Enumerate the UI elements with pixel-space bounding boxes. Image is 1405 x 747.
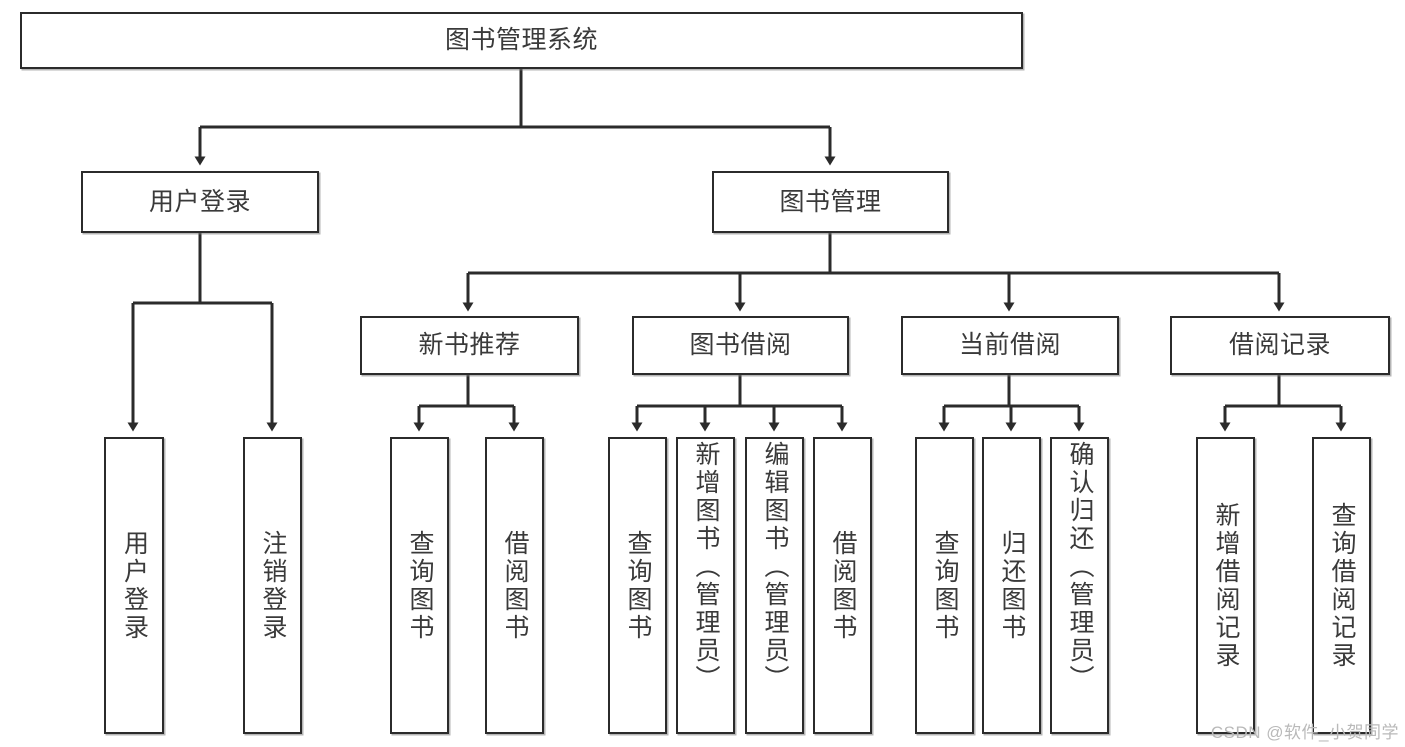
node-book-borrowing[interactable]: 图书借阅 <box>632 316 849 375</box>
node-label: 新书推荐 <box>418 331 521 360</box>
node-leaf-edit-book-admin[interactable]: 编辑图书（管理员） <box>745 437 804 734</box>
node-label: 当前借阅 <box>958 331 1061 360</box>
node-leaf-query-book-current[interactable]: 查询图书 <box>915 437 974 734</box>
node-label: 用户登录 <box>120 529 149 642</box>
node-label: 借阅图书 <box>829 529 857 642</box>
node-label: 新增借阅记录 <box>1212 501 1240 670</box>
node-label: 图书管理系统 <box>444 26 598 55</box>
node-leaf-query-borrow-record[interactable]: 查询借阅记录 <box>1312 437 1371 734</box>
node-label: 注销登录 <box>259 529 287 642</box>
node-new-book-recommendation[interactable]: 新书推荐 <box>360 316 579 375</box>
node-label: 查询图书 <box>624 529 652 642</box>
node-leaf-user-login[interactable]: 用户登录 <box>104 437 164 734</box>
node-label: 查询借阅记录 <box>1328 501 1356 670</box>
node-book-management[interactable]: 图书管理 <box>712 171 949 233</box>
node-leaf-return-book[interactable]: 归还图书 <box>982 437 1041 734</box>
node-label: 归还图书 <box>998 529 1026 642</box>
node-label: 用户登录 <box>148 187 251 216</box>
node-leaf-user-logout[interactable]: 注销登录 <box>243 437 302 734</box>
node-label: 借阅图书 <box>501 529 529 642</box>
node-leaf-query-book-recommend[interactable]: 查询图书 <box>390 437 449 734</box>
node-label: 确认归还（管理员） <box>1066 441 1094 693</box>
node-user-login[interactable]: 用户登录 <box>81 171 319 233</box>
node-leaf-borrow-book-borrowing[interactable]: 借阅图书 <box>813 437 872 734</box>
node-label: 图书借阅 <box>689 331 792 360</box>
node-borrowing-record[interactable]: 借阅记录 <box>1170 316 1390 375</box>
node-label: 查询图书 <box>931 529 959 642</box>
node-label: 借阅记录 <box>1228 331 1331 360</box>
node-leaf-borrow-book-recommend[interactable]: 借阅图书 <box>485 437 544 734</box>
node-leaf-add-book-admin[interactable]: 新增图书（管理员） <box>676 437 735 734</box>
node-book-management-system[interactable]: 图书管理系统 <box>20 12 1023 69</box>
node-current-borrowing[interactable]: 当前借阅 <box>901 316 1119 375</box>
node-label: 查询图书 <box>406 529 434 642</box>
node-label: 新增图书（管理员） <box>692 441 720 693</box>
node-leaf-confirm-return-admin[interactable]: 确认归还（管理员） <box>1050 437 1109 734</box>
node-label: 图书管理 <box>779 187 882 216</box>
node-leaf-add-borrow-record[interactable]: 新增借阅记录 <box>1196 437 1255 734</box>
node-label: 编辑图书（管理员） <box>761 441 789 693</box>
node-leaf-query-book-borrowing[interactable]: 查询图书 <box>608 437 667 734</box>
